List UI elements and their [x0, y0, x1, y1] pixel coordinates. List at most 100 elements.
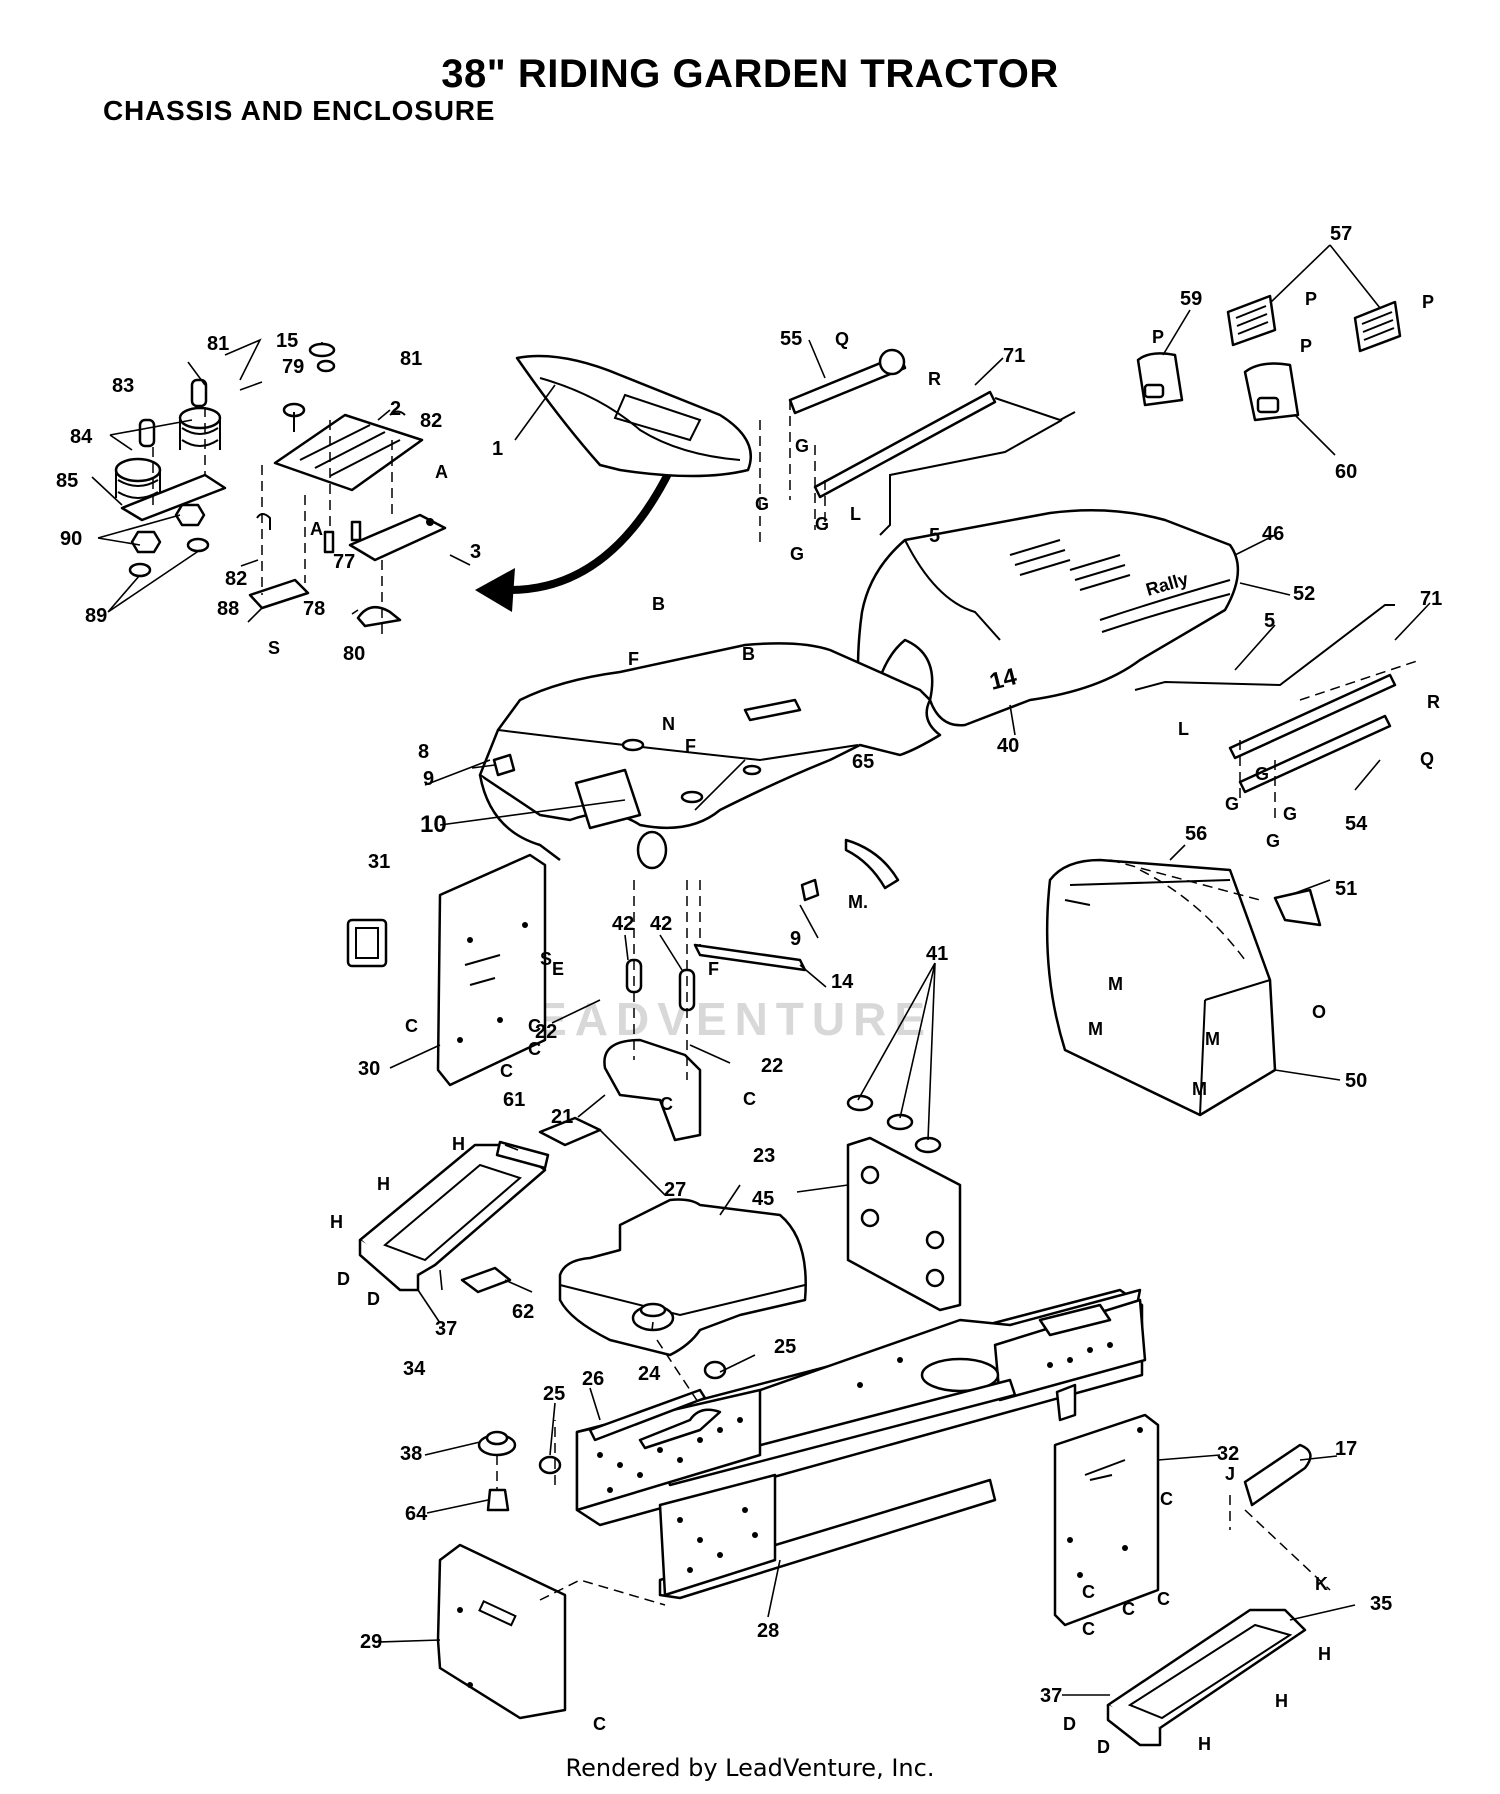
- ref-letter-c: C: [528, 1039, 541, 1059]
- ref-letter-c: C: [1160, 1489, 1173, 1509]
- ref-letter-g: G: [790, 544, 804, 564]
- callout-42b: 42: [650, 913, 672, 935]
- callout-51: 51: [1335, 878, 1357, 900]
- ref-letter-h: H: [377, 1174, 390, 1194]
- callout-10: 10: [420, 811, 447, 838]
- part-spacer-83: [190, 378, 208, 408]
- callout-77: 77: [333, 551, 355, 573]
- callout-54: 54: [1345, 813, 1368, 835]
- pedal-linkage-upper: [759, 348, 1076, 545]
- callout-28: 28: [757, 1620, 779, 1642]
- callout-26: 26: [582, 1368, 604, 1390]
- ref-letter-h: H: [1198, 1734, 1211, 1754]
- callout-14: 14: [831, 971, 854, 993]
- part-steering-support: [603, 880, 807, 1142]
- part-bumper-41a: [846, 1094, 874, 1112]
- ref-letter-f: F: [628, 649, 639, 669]
- ref-letter-m: M: [1192, 1079, 1207, 1099]
- part-clamp-25b: [538, 1455, 562, 1475]
- callout-78: 78: [303, 598, 325, 620]
- pedal-linkage-lower: [1134, 604, 1421, 820]
- ref-letter-h: H: [1275, 1691, 1288, 1711]
- part-rod-54: [1228, 673, 1397, 760]
- callout-45: 45: [752, 1188, 774, 1210]
- callout-61: 61: [503, 1089, 525, 1111]
- part-pedal-17: [1243, 1443, 1312, 1507]
- ref-letter-r: R: [928, 369, 941, 389]
- part-washer-89b: [128, 562, 152, 578]
- ref-letter-b: B: [742, 644, 755, 664]
- reference-letter-labels: A A B B C C C C C C C C C C C C D D D D …: [268, 289, 1440, 1757]
- part-grommet-31: [346, 918, 388, 968]
- callout-84: 84: [70, 426, 93, 448]
- ref-letter-c: C: [405, 1016, 418, 1036]
- ref-letter-d: D: [1063, 1714, 1076, 1734]
- ref-letter-q: Q: [835, 329, 849, 349]
- ref-letter-c: C: [743, 1089, 756, 1109]
- ref-letter-c: C: [1082, 1582, 1095, 1602]
- callout-21: 21: [551, 1106, 573, 1128]
- part-rear-fender: [846, 858, 1322, 1154]
- callout-9a: 9: [423, 768, 434, 790]
- callout-71a: 71: [1003, 345, 1025, 367]
- ref-letter-c: C: [1122, 1599, 1135, 1619]
- footer-credit: Rendered by LeadVenture, Inc.: [565, 1754, 935, 1782]
- callout-37a: 37: [435, 1318, 457, 1340]
- callout-85: 85: [56, 470, 78, 492]
- callout-9b: 9: [790, 928, 801, 950]
- callout-42a: 42: [612, 913, 634, 935]
- callout-32: 32: [1217, 1443, 1239, 1465]
- callout-71b: 71: [1420, 588, 1442, 610]
- callout-46: 46: [1262, 523, 1284, 545]
- callout-2: 2: [390, 398, 401, 420]
- callout-83: 83: [112, 375, 134, 397]
- ref-letter-m: M: [1108, 974, 1123, 994]
- part-rod-55: [788, 353, 907, 415]
- callout-60: 60: [1335, 461, 1357, 483]
- ref-letter-g: G: [815, 514, 829, 534]
- part-fuel-tank: [558, 1198, 807, 1357]
- ref-letter-c: C: [528, 1016, 541, 1036]
- callout-65: 65: [852, 751, 874, 773]
- callout-82a: 82: [225, 568, 247, 590]
- callout-29: 29: [360, 1631, 382, 1653]
- callout-57: 57: [1330, 223, 1352, 245]
- callout-89: 89: [85, 605, 107, 627]
- callout-80: 80: [343, 643, 365, 665]
- ref-letter-b: B: [652, 594, 665, 614]
- ref-letter-m: M: [1205, 1029, 1220, 1049]
- callout-90: 90: [60, 528, 82, 550]
- ref-letter-a: A: [435, 462, 448, 482]
- ref-letter-s: S: [268, 638, 280, 658]
- part-fitting-64: [486, 1488, 510, 1512]
- part-pad-62: [460, 1266, 512, 1294]
- ref-letter-c: C: [593, 1714, 606, 1734]
- ref-letter-m: M.: [848, 892, 868, 912]
- callout-3: 3: [470, 541, 481, 563]
- ref-letter-g: G: [755, 494, 769, 514]
- ref-letter-p: P: [1300, 336, 1312, 356]
- part-strip-61: [495, 1140, 550, 1170]
- ref-letter-m: M: [1088, 1019, 1103, 1039]
- ref-letter-g: G: [1255, 764, 1269, 784]
- part-spring-plate: [120, 473, 227, 522]
- part-dash-panel: [478, 642, 942, 902]
- callout-labels: 1 2 3 5 5 8 9 9 10 14 15 17 21 22 22 23 …: [56, 223, 1442, 1707]
- ref-letter-e: E: [552, 959, 564, 979]
- ref-letter-g: G: [1225, 794, 1239, 814]
- callout-52: 52: [1293, 583, 1315, 605]
- callout-24: 24: [638, 1363, 661, 1385]
- ref-letter-o: O: [1312, 1002, 1326, 1022]
- callout-22a: 22: [535, 1021, 557, 1043]
- ref-letter-c: C: [660, 1094, 673, 1114]
- ref-letter-p: P: [1152, 327, 1164, 347]
- part-spacer-84: [138, 418, 156, 448]
- watermark-text: LEADVENTURE: [500, 993, 933, 1045]
- ref-letter-h: H: [1318, 1644, 1331, 1664]
- ref-letter-f: F: [708, 959, 719, 979]
- callout-88: 88: [217, 598, 239, 620]
- callout-50: 50: [1345, 1070, 1367, 1092]
- callout-79: 79: [282, 356, 304, 378]
